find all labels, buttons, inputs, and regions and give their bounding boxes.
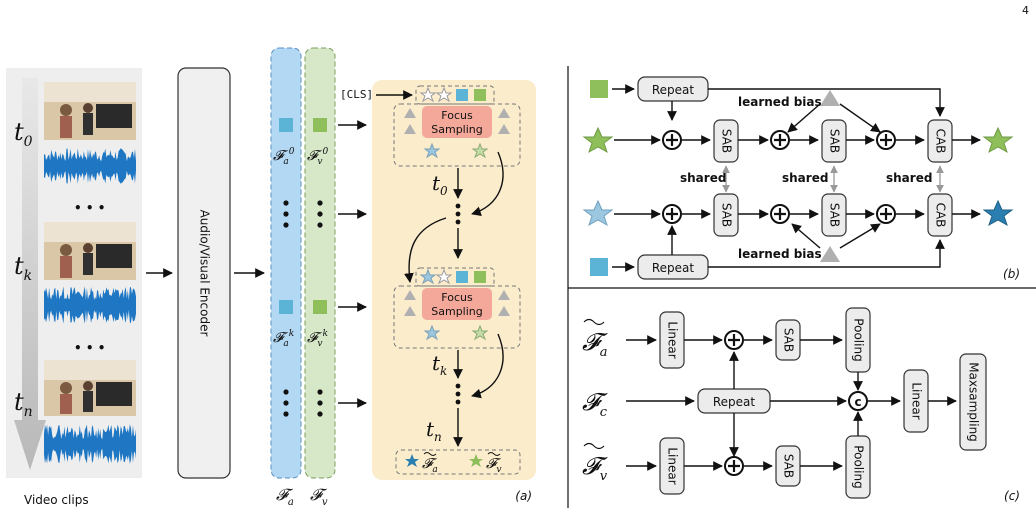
visual-token-0 bbox=[313, 118, 327, 132]
clips-ellipsis-1: • • • bbox=[74, 201, 105, 215]
star-icon bbox=[471, 142, 489, 159]
fa-label: 𝓕a bbox=[276, 485, 294, 508]
video-clips-label: Video clips bbox=[24, 493, 89, 507]
focus-sampling-box-2 bbox=[422, 288, 492, 320]
maxsampling-box bbox=[959, 353, 987, 451]
svg-text:Linear: Linear bbox=[910, 382, 924, 419]
shared-label-2: shared bbox=[782, 171, 828, 185]
svg-text:Repeat: Repeat bbox=[652, 83, 695, 97]
feature-dots-2 bbox=[283, 389, 323, 417]
cab-box-bottom bbox=[927, 193, 953, 237]
star-icon bbox=[405, 454, 419, 467]
step-tn-label: tn bbox=[426, 417, 442, 444]
audio-waveform-0 bbox=[44, 148, 136, 184]
focus-block-2: Focus Sampling bbox=[393, 267, 521, 349]
svg-text:Pooling: Pooling bbox=[852, 445, 866, 488]
learned-bias-top: learned bias bbox=[738, 95, 822, 109]
shared-label-1: shared bbox=[680, 171, 726, 185]
panel-b-tag: (b) bbox=[1003, 267, 1020, 281]
audio-token bbox=[590, 258, 608, 276]
visual-token-k bbox=[313, 300, 327, 314]
svg-text:CAB: CAB bbox=[934, 129, 948, 154]
star-icon bbox=[435, 268, 453, 285]
svg-text:SAB: SAB bbox=[782, 328, 796, 352]
time-label-tk: tk bbox=[14, 252, 32, 284]
learned-bias-bottom: learned bias bbox=[738, 247, 822, 261]
sab-box-b1 bbox=[713, 119, 739, 163]
arrow-recur-1 bbox=[471, 151, 504, 216]
star-icon bbox=[582, 126, 614, 154]
encoder-label: Audio/Visual Encoder bbox=[198, 210, 212, 337]
concat-op bbox=[848, 391, 868, 411]
fv-tilde-label: 𝓕v bbox=[582, 452, 608, 484]
svg-text:Linear: Linear bbox=[666, 447, 680, 484]
step-t0-label: t0 bbox=[432, 171, 448, 198]
panel-b: (b) Repeat SAB SAB CAB learned bias bbox=[582, 76, 1020, 281]
fv-label: 𝓕v bbox=[310, 485, 328, 508]
sab-box-b2 bbox=[821, 119, 847, 163]
svg-text:Pooling: Pooling bbox=[852, 318, 866, 361]
video-frame-k bbox=[44, 222, 136, 280]
arrow-recur-3 bbox=[471, 333, 504, 399]
star-icon bbox=[435, 86, 453, 103]
svg-text:Maxsampling: Maxsampling bbox=[967, 362, 981, 442]
focus-block-1: Focus Sampling bbox=[393, 85, 521, 167]
panel-a: t0 tk tn bbox=[6, 47, 536, 508]
panel-c-tag: (c) bbox=[1004, 489, 1020, 503]
star-icon bbox=[419, 268, 437, 285]
fa-tilde-label: 𝓕a bbox=[582, 328, 608, 360]
audio-token-0 bbox=[279, 118, 293, 132]
star-icon bbox=[471, 324, 489, 341]
panel-c: (c) 𝓕a Linear SAB Pooling 𝓕c Repeat c Li… bbox=[582, 307, 1020, 503]
audio-waveform-k bbox=[44, 286, 136, 324]
svg-text:Linear: Linear bbox=[666, 321, 680, 358]
video-frame-0 bbox=[44, 82, 136, 140]
cab-box-top bbox=[927, 119, 953, 163]
star-icon bbox=[423, 324, 441, 341]
svg-text:SAB: SAB bbox=[828, 203, 842, 227]
audio-feature-column bbox=[270, 47, 302, 479]
star-icon bbox=[982, 126, 1014, 154]
star-icon bbox=[582, 199, 614, 227]
time-label-tn: tn bbox=[14, 388, 33, 420]
audio-visual-encoder bbox=[177, 67, 231, 479]
sab-box-b3 bbox=[713, 193, 739, 237]
star-icon bbox=[419, 86, 437, 103]
svg-text:CAB: CAB bbox=[934, 203, 948, 228]
shared-label-3: shared bbox=[886, 171, 932, 185]
clips-ellipsis-2: • • • bbox=[74, 341, 105, 355]
svg-text:c: c bbox=[854, 395, 861, 409]
panel-a-tag: (a) bbox=[515, 489, 532, 503]
fc-label: 𝓕c bbox=[582, 388, 608, 420]
star-icon bbox=[423, 142, 441, 159]
visual-feature-column bbox=[304, 47, 336, 479]
focus-sampling-panel bbox=[372, 80, 536, 480]
svg-text:SAB: SAB bbox=[828, 129, 842, 153]
cls-token-label: [CLS] bbox=[340, 88, 373, 101]
audio-waveform-n bbox=[44, 424, 136, 464]
svg-text:Repeat: Repeat bbox=[713, 395, 756, 409]
svg-text:Sampling: Sampling bbox=[431, 305, 483, 318]
svg-text:SAB: SAB bbox=[782, 454, 796, 478]
svg-text:Focus: Focus bbox=[441, 109, 473, 122]
star-icon bbox=[982, 199, 1014, 227]
focus-sampling-box-1 bbox=[422, 106, 492, 138]
svg-text:Focus: Focus bbox=[441, 291, 473, 304]
svg-text:Sampling: Sampling bbox=[431, 123, 483, 136]
visual-token bbox=[590, 80, 608, 98]
video-frame-n bbox=[44, 360, 136, 416]
arrow-recur-2 bbox=[404, 217, 447, 283]
audio-token-k bbox=[279, 300, 293, 314]
time-label-t0: t0 bbox=[14, 118, 33, 150]
star-icon bbox=[469, 454, 483, 467]
step-tk-label: tk bbox=[432, 351, 447, 378]
svg-text:Repeat: Repeat bbox=[652, 261, 695, 275]
time-arrow bbox=[14, 78, 46, 470]
page-number: 4 bbox=[1022, 4, 1029, 17]
sab-box-b4 bbox=[821, 193, 847, 237]
svg-text:SAB: SAB bbox=[720, 203, 734, 227]
feature-dots-1 bbox=[283, 200, 323, 228]
svg-text:SAB: SAB bbox=[720, 129, 734, 153]
